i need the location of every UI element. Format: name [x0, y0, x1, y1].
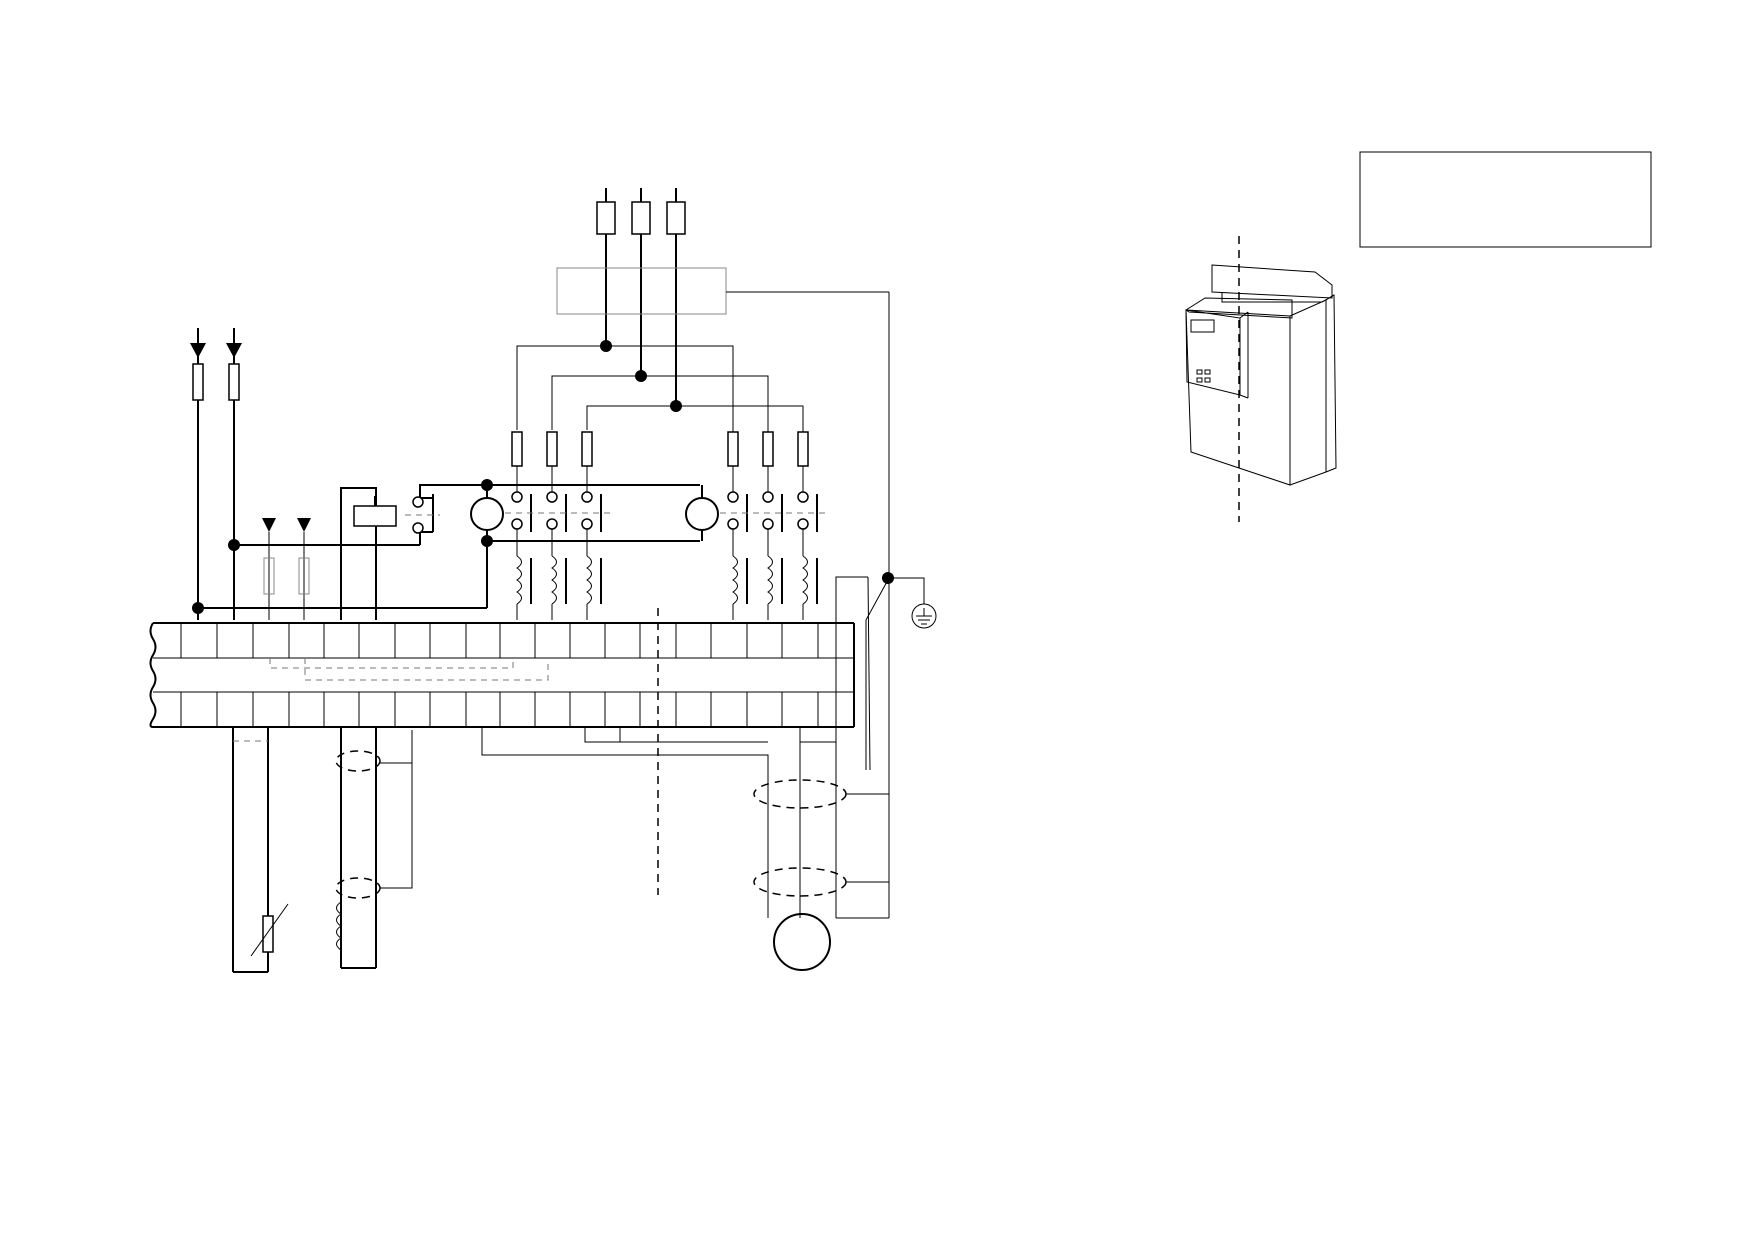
terminal-dividers — [180, 623, 819, 727]
line-reactors — [516, 555, 818, 620]
motor-icon — [773, 913, 831, 971]
motor-wiring — [481, 576, 890, 971]
drive-unit-icon — [1185, 264, 1337, 486]
branch-fuses — [511, 431, 809, 492]
legend-box — [1359, 151, 1652, 248]
tacho-loop — [335, 727, 413, 969]
main-supply-fuses — [596, 188, 686, 406]
contactor-contacts — [505, 491, 825, 556]
distribution-bus — [516, 340, 804, 436]
filter-block — [556, 267, 727, 315]
fuse-l2 — [631, 201, 651, 235]
thermistor — [232, 727, 289, 973]
fuse-l1 — [596, 201, 616, 235]
relay — [340, 487, 397, 620]
terminal-strip — [149, 622, 855, 728]
fuse-l3 — [666, 201, 686, 235]
ground-icon — [882, 572, 937, 629]
contactor-coils — [470, 479, 719, 547]
aux-supply — [190, 328, 488, 620]
aux-fuses-2 — [262, 518, 311, 620]
